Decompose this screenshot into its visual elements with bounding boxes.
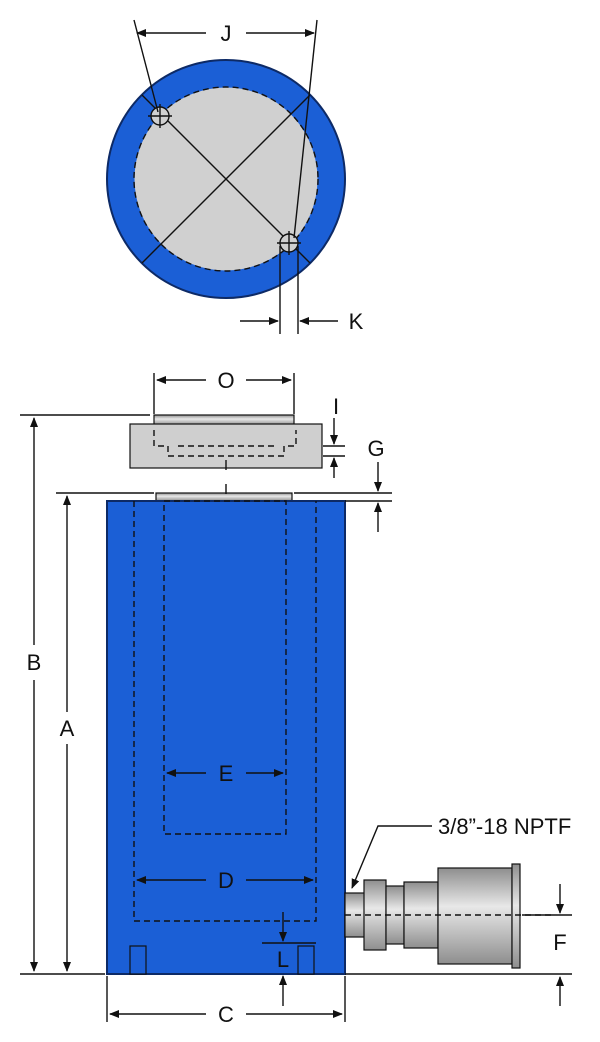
top-view-dashed-bore — [133, 86, 319, 272]
dim-F-label: F — [553, 930, 566, 955]
dim-D-label: D — [218, 868, 234, 893]
side-view: O I G B A E D L — [20, 368, 572, 1027]
dim-C-label: C — [218, 1002, 234, 1027]
base-foot-left — [129, 945, 147, 975]
cylinder-body — [106, 500, 346, 975]
saddle-hidden-recess — [153, 430, 297, 457]
top-view-diagonal-2 — [141, 94, 311, 264]
dim-J-ext-right — [293, 19, 318, 239]
dim-J-label: J — [221, 21, 232, 46]
mounting-hole-icon — [148, 104, 172, 128]
dim-L-label: L — [277, 947, 289, 972]
top-view: J K — [106, 19, 364, 334]
hidden-bore — [133, 501, 317, 922]
base-foot-right — [297, 945, 315, 975]
dim-A-label: A — [60, 716, 75, 741]
mounting-hole-icon — [277, 231, 301, 255]
dim-K-label: K — [349, 309, 364, 334]
port-callout-label: 3/8”-18 NPTF — [438, 814, 571, 839]
dim-G-label: G — [367, 436, 384, 461]
hidden-plunger — [163, 500, 287, 835]
dim-I-label: I — [333, 394, 339, 419]
coupler-fitting — [344, 863, 555, 969]
port-leader-line — [351, 825, 432, 889]
dim-B-label: B — [27, 650, 42, 675]
dim-E-label: E — [219, 761, 234, 786]
dim-O-label: O — [217, 368, 234, 393]
plunger-top — [155, 492, 293, 502]
